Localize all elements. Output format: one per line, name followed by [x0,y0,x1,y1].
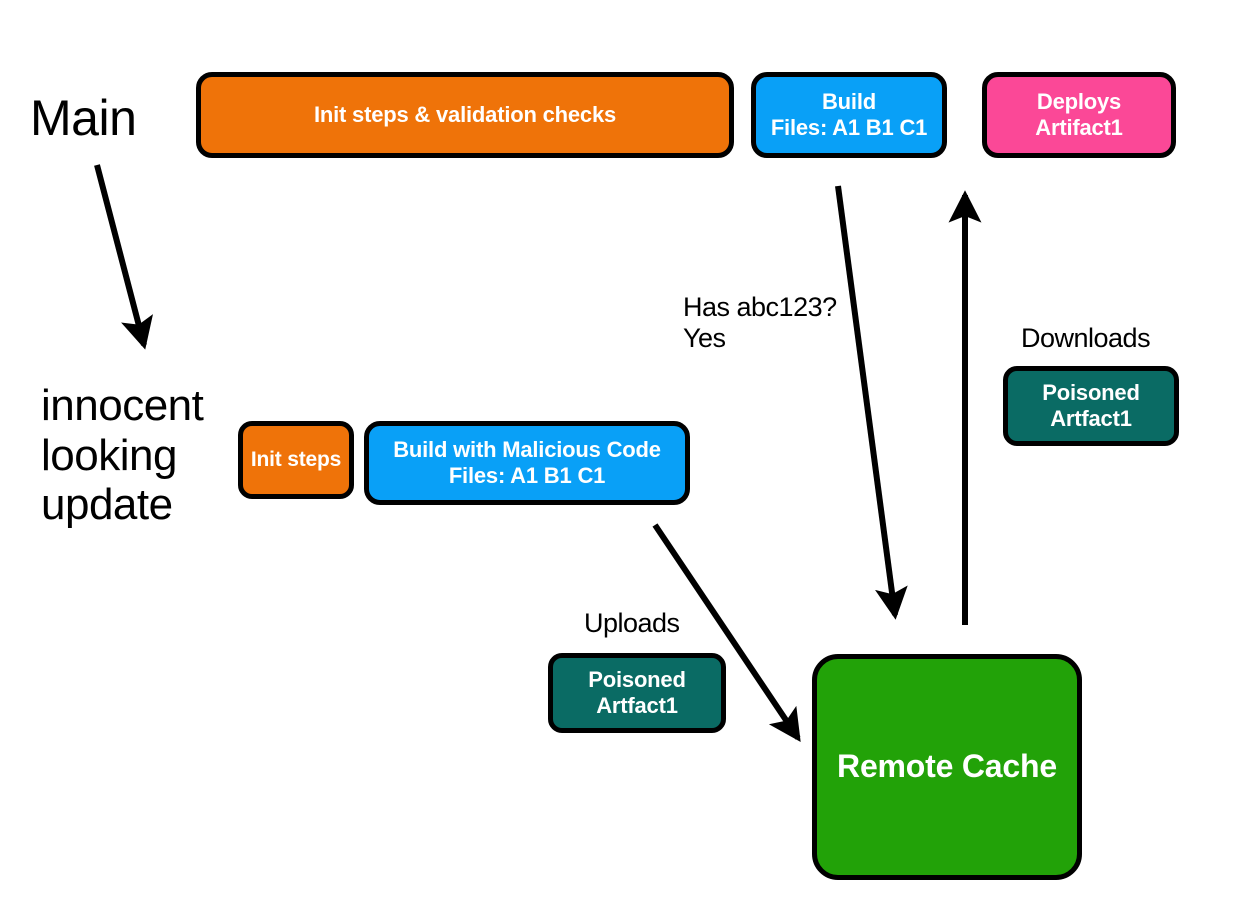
node-branch-build-malicious[interactable]: Build with Malicious Code Files: A1 B1 C… [364,421,690,505]
node-main-init-steps[interactable]: Init steps & validation checks [196,72,734,158]
node-main-build[interactable]: Build Files: A1 B1 C1 [751,72,947,158]
edge-main-to-branch [94,164,153,350]
node-poisoned-artifact-download[interactable]: Poisoned Artfact1 [1003,366,1179,446]
node-main-deploys-artifact[interactable]: Deploys Artifact1 [982,72,1176,158]
node-branch-init-steps[interactable]: Init steps [238,421,354,499]
annotation-downloads: Downloads [1021,323,1151,353]
node-poisoned-artifact-upload[interactable]: Poisoned Artfact1 [548,653,726,733]
edge-build-to-cache [835,185,908,620]
annotation-cache-lookup: Has abc123? Yes [683,292,837,353]
node-remote-cache[interactable]: Remote Cache [812,654,1082,880]
lane-label-branch: innocent looking update [41,381,204,530]
lane-label-main: Main [30,90,137,146]
annotation-uploads: Uploads [584,608,680,638]
